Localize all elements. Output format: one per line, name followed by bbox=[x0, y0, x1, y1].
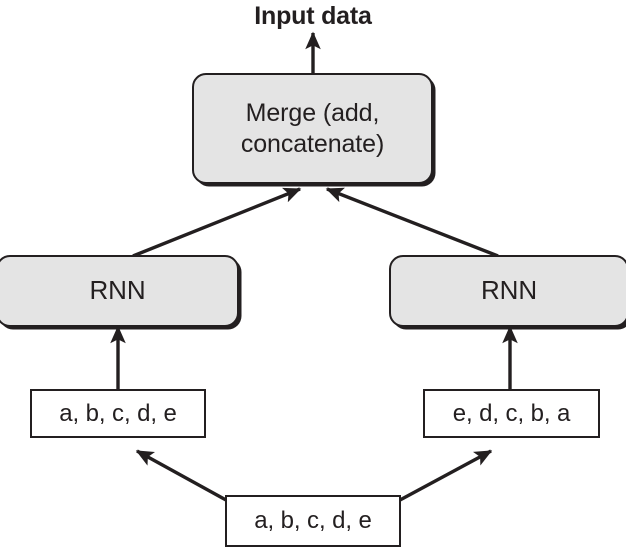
node-sequence-reversed-label: e, d, c, b, a bbox=[452, 399, 571, 427]
input-data-caption: Input data bbox=[254, 2, 372, 30]
edge-rnn-right-to-merge bbox=[325, 187, 499, 258]
edge-source-to-seq-left bbox=[135, 449, 227, 502]
node-sequence-forward[interactable]: a, b, c, d, e bbox=[30, 389, 206, 438]
node-merge[interactable]: Merge (add, concatenate) bbox=[192, 73, 433, 184]
node-rnn-right[interactable]: RNN bbox=[389, 255, 626, 327]
edge-source-to-seq-right bbox=[399, 449, 493, 502]
node-sequence-source-label: a, b, c, d, e bbox=[254, 507, 372, 535]
node-sequence-forward-label: a, b, c, d, e bbox=[59, 399, 177, 427]
node-sequence-reversed[interactable]: e, d, c, b, a bbox=[423, 389, 600, 438]
edge-rnn-left-to-merge bbox=[132, 187, 302, 258]
node-rnn-left[interactable]: RNN bbox=[0, 255, 239, 327]
node-rnn-right-label: RNN bbox=[480, 275, 538, 306]
node-merge-label: Merge (add, concatenate) bbox=[240, 99, 385, 158]
node-sequence-source[interactable]: a, b, c, d, e bbox=[225, 495, 401, 547]
node-rnn-left-label: RNN bbox=[89, 275, 146, 306]
